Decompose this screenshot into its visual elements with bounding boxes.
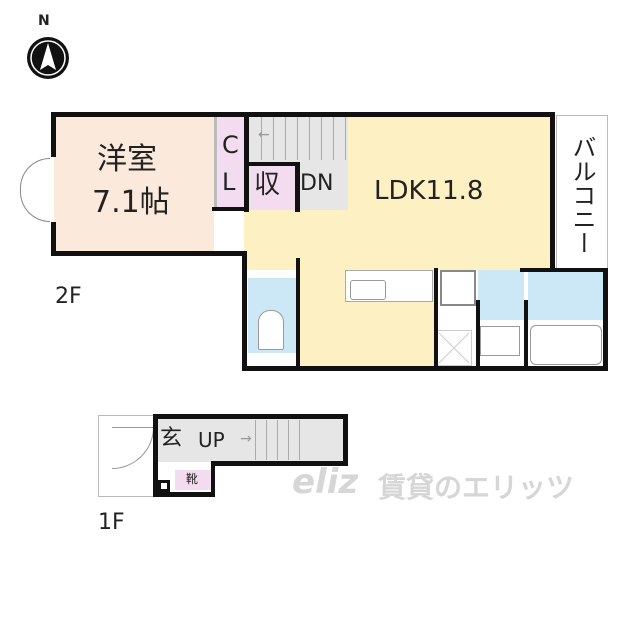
wall [248,162,298,166]
balcony-label: バルコニー [568,135,596,255]
storage-label: 収 [254,170,281,200]
bathroom [528,270,604,320]
pillar [158,480,170,492]
stair-treads [250,115,346,160]
wall [296,258,300,368]
sink-icon [350,280,386,300]
floor-label-2f: 2F [55,284,82,309]
stair-treads-1f [245,420,305,460]
stairs-up-label: UP [198,428,225,452]
wall [295,162,300,212]
wall [51,112,56,157]
wall [51,222,56,256]
wall [211,461,215,497]
stairs-up-arrow-icon: → [240,431,252,447]
wall [212,207,248,211]
western-room [54,115,214,252]
stairs-arrow-icon: ← [258,127,270,143]
compass-label: N [38,13,50,29]
western-room-name: 洋室 [97,142,157,177]
balcony-door-icon [20,158,50,222]
watermark-logo: eliz [292,462,359,502]
wall [242,251,247,371]
washroom [478,270,524,320]
closet [214,115,244,210]
washing-machine-icon [440,270,476,306]
wall [524,300,528,368]
wall [434,268,438,368]
stairs-down-label: DN [300,171,334,196]
balcony [556,115,608,270]
western-room-size: 7.1帖 [92,185,170,220]
ldk-area-upper [348,115,552,270]
wall [153,414,348,419]
watermark-text: 賃貸のエリッツ [378,471,575,504]
north-arrow-icon [26,36,70,80]
wall [520,268,608,272]
toilet-icon [258,310,284,350]
wall [51,112,555,117]
wall [242,366,608,371]
shoe-cabinet [175,470,211,490]
wall [476,300,480,368]
wall [51,251,247,256]
closet-label-top: C [222,131,239,159]
wall [213,461,348,466]
bathtub-icon [530,325,602,365]
entrance [156,418,246,462]
wall [153,414,158,496]
wall [244,112,249,212]
storage [251,165,295,209]
washbasin-icon [480,326,520,356]
wall [153,492,215,497]
wall [603,268,608,371]
fridge-space [436,330,472,366]
entrance-label: 玄 [160,426,183,451]
ldk-label: LDK11.8 [374,176,484,206]
closet-label-bottom: L [222,168,236,196]
wall [343,414,348,466]
floor-label-1f: 1F [98,510,125,535]
wall [550,112,555,272]
shoe-cabinet-label: 靴 [186,472,199,486]
